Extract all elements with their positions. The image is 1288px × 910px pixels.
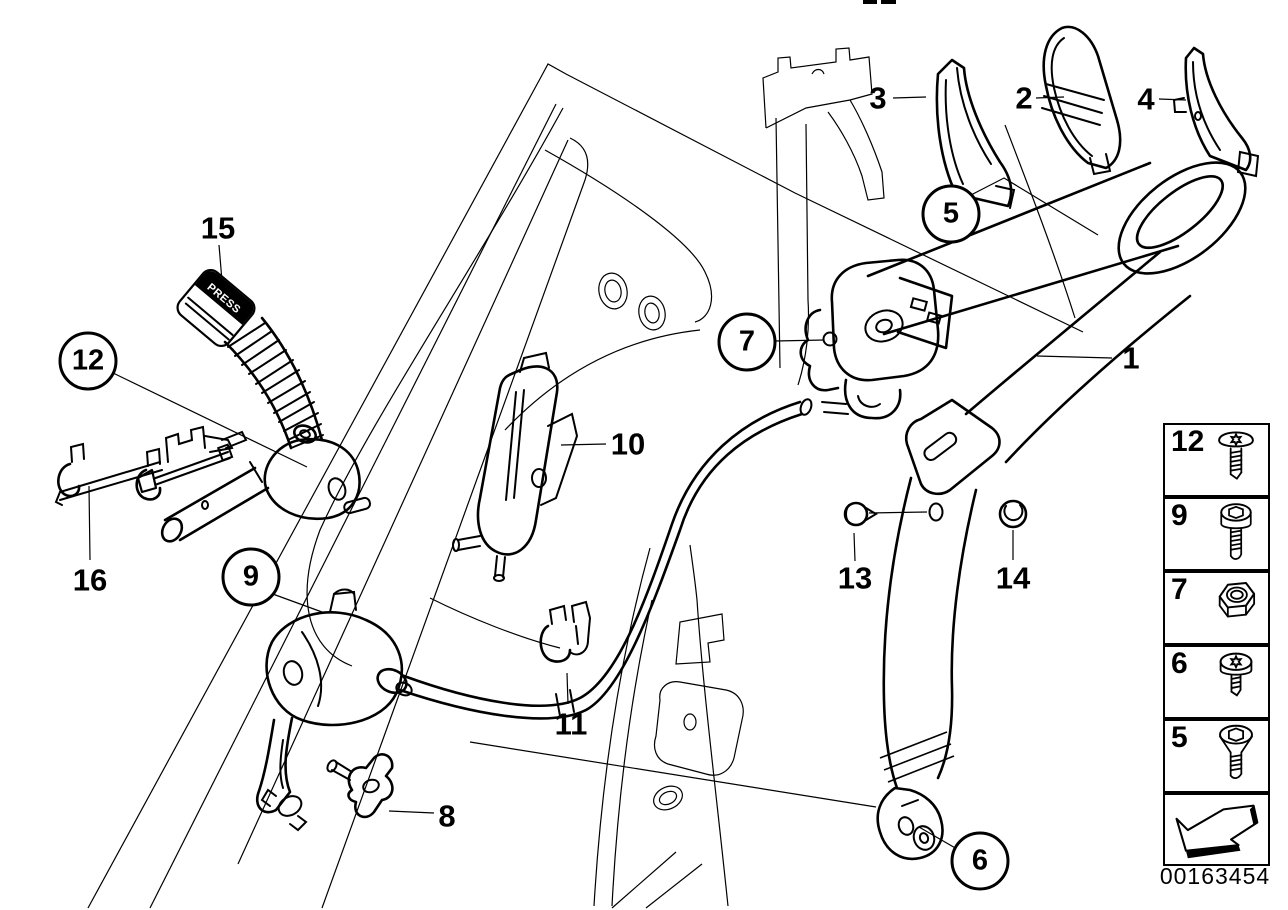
callout-14: 14 — [995, 560, 1031, 596]
car-body-frame — [87, 47, 1084, 909]
legend-item-9: 9 — [1163, 497, 1270, 571]
legend-item-7: 7 — [1163, 571, 1270, 645]
lower-anchor-fitting — [876, 786, 944, 861]
document-number: 00163454 — [1159, 863, 1271, 889]
plug-part13 — [843, 501, 878, 527]
legend-item-6: 6 — [1163, 645, 1270, 719]
legend-direction-arrow — [1163, 793, 1270, 866]
callout-5: 5 — [921, 184, 981, 244]
drive-cable — [398, 398, 813, 720]
callout-2: 2 — [1015, 80, 1033, 116]
callout-11: 11 — [554, 706, 588, 742]
leader-lines — [88, 96, 1187, 850]
callout-12: 12 — [58, 331, 118, 391]
legend-item-label: 5 — [1171, 721, 1188, 754]
callout-6: 6 — [950, 831, 1010, 891]
socket-head-cap-screw-icon — [1220, 503, 1252, 560]
legend-item-12: 12 — [1163, 423, 1270, 497]
latch-plate — [904, 398, 1001, 496]
direction-arrow-icon — [1175, 804, 1259, 859]
callout-3: 3 — [869, 80, 887, 116]
fitting-part8 — [326, 753, 394, 819]
callout-15: 15 — [200, 210, 236, 246]
callout-10: 10 — [610, 426, 646, 462]
callout-16: 16 — [72, 562, 108, 598]
seat-belt-webbing-part1 — [866, 161, 1247, 790]
hex-nut-icon — [1218, 581, 1256, 618]
trim-cover-part2 — [1041, 25, 1122, 176]
callout-13: 13 — [837, 560, 873, 596]
callout-7: 7 — [717, 312, 777, 372]
legend-item-label: 12 — [1171, 425, 1205, 458]
legend-item-label: 9 — [1171, 499, 1188, 532]
callout-9: 9 — [221, 547, 281, 607]
torx-button-head-screw-icon — [1218, 431, 1254, 480]
cable-clip-part11 — [539, 600, 592, 663]
legend-item-5: 5 — [1163, 719, 1270, 793]
belt-buckle-part15: PRESS — [176, 268, 324, 450]
callout-4: 4 — [1137, 81, 1155, 117]
legend-item-label: 7 — [1171, 573, 1188, 606]
mounting-rail-part16 — [54, 425, 248, 506]
legend-item-label: 6 — [1171, 647, 1188, 680]
belt-retractor — [799, 258, 954, 420]
drive-motor-assembly — [255, 588, 413, 832]
callout-1: 1 — [1122, 340, 1140, 376]
grommet-part14 — [998, 499, 1028, 529]
cropped-header-text — [863, 0, 896, 4]
torx-cheese-head-screw-icon — [1219, 652, 1253, 697]
belt-guide-part10 — [452, 351, 579, 582]
countersunk-socket-screw-icon — [1219, 724, 1253, 780]
callout-8: 8 — [438, 798, 456, 834]
trim-cover-part4 — [1172, 46, 1260, 178]
pretensioner-assembly — [136, 424, 371, 543]
trim-cover-part3 — [935, 58, 1016, 209]
